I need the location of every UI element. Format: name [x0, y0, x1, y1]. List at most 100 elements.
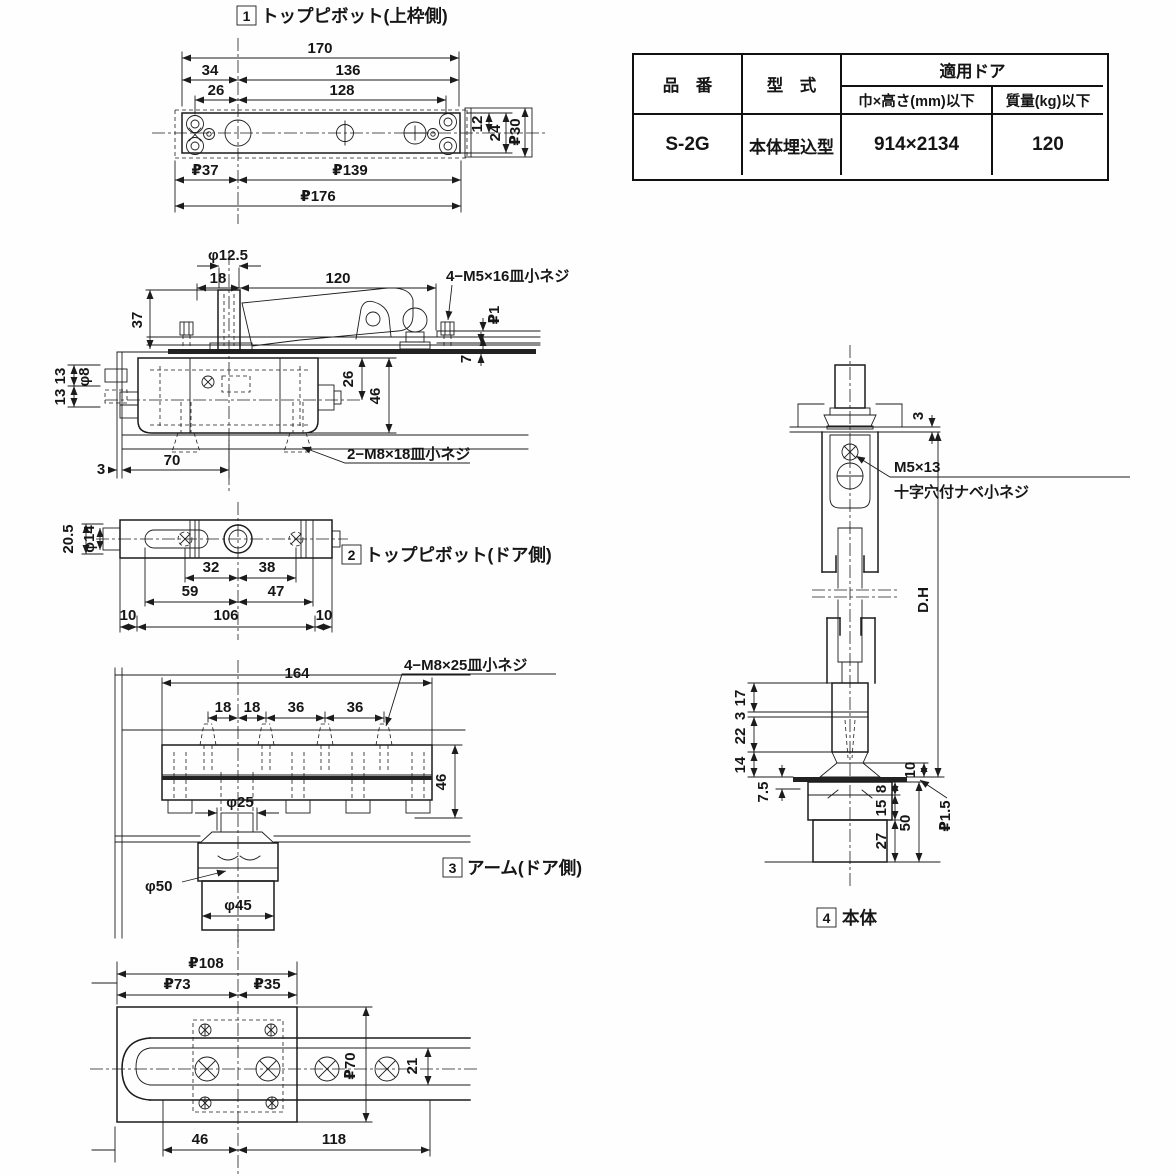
dim-50: 50	[897, 815, 914, 832]
dim-18: 18	[210, 270, 227, 287]
dim-15: 15	[873, 800, 890, 817]
item-number-3: 3	[449, 860, 457, 876]
mount-plate-section	[168, 349, 536, 354]
dim-12: 12	[469, 116, 486, 133]
drawing-title-2: トップピボット(ドア側)	[365, 545, 552, 565]
dim-17: 17	[732, 690, 749, 707]
spec-header-part-no: 品 番	[634, 55, 743, 115]
dim-46: 46	[192, 1131, 209, 1148]
item-number-box-3	[442, 857, 463, 878]
adjust-bolt	[317, 384, 335, 411]
bottom-pivot-block	[831, 682, 869, 753]
dim-pl37: ₽37	[191, 162, 218, 179]
dim-pl73: ₽73	[163, 976, 190, 993]
item-number-2: 2	[348, 547, 356, 563]
dim-10: 10	[902, 762, 919, 779]
spec-value-part-no: S-2G	[634, 115, 743, 175]
dim-phi50: φ50	[145, 878, 172, 895]
dim-118: 118	[322, 1131, 346, 1148]
dim-pl30: ₽30	[507, 118, 524, 145]
dim-13a: 13	[52, 368, 69, 385]
spec-header-door: 適用ドア	[842, 55, 1103, 87]
note-m5x13: M5×13	[894, 459, 940, 476]
dim-27: 27	[873, 833, 890, 850]
dim-10-right: 10	[316, 607, 333, 624]
dim-pl1: ₽1	[486, 306, 503, 325]
item-number-4: 4	[823, 910, 831, 926]
dim-pl1-5: ₽1.5	[937, 800, 954, 831]
drawing-top-pivot-section: φ12.5 18 120 37 4−M5×16皿小ネジ ₽1 7 13 13 φ…	[52, 247, 569, 492]
m8-screws-hidden	[171, 402, 313, 453]
dim-47: 47	[268, 583, 285, 600]
spec-header-door-size: 巾×高さ(mm)以下	[842, 87, 993, 115]
dim-128: 128	[329, 82, 354, 99]
drawing-arm-door-side: 4−M8×25皿小ネジ 164 18 18 36 36	[114, 657, 582, 942]
dim-phi12-5: φ12.5	[208, 247, 248, 264]
dim-38: 38	[259, 559, 276, 576]
spec-table: 品 番 型 式 適用ドア 巾×高さ(mm)以下 質量(kg)以下 S-2G 本体…	[632, 53, 1109, 181]
drawing-top-pivot-frame-side: 1 トップピボット(上枠側) 170 34 136	[152, 5, 545, 224]
dim-dh: D.H	[915, 587, 932, 613]
dim-14: 14	[732, 756, 749, 773]
drawing-top-pivot-door-side: 20.5 φ14 32 38 59 47 10 106 10 2 トップピボット…	[60, 502, 552, 640]
dim-phi14: φ14	[81, 525, 98, 553]
note-m5x16: 4−M5×16皿小ネジ	[446, 268, 569, 285]
m5-screws-side	[179, 321, 455, 350]
note-pan-head-screw: 十字穴付ナベ小ネジ	[894, 483, 1029, 501]
floor-plate-section	[793, 777, 907, 782]
dim-20-5: 20.5	[60, 524, 77, 553]
dim-22: 22	[732, 728, 749, 745]
dim-13b: 13	[52, 389, 69, 406]
drawing-main-body: 3 17 3 22 14	[732, 345, 1130, 928]
dim-pl35: ₽35	[253, 976, 280, 993]
embedded-body-outline	[137, 357, 319, 434]
dim-18b: 18	[244, 699, 261, 716]
arm-plate	[161, 744, 433, 801]
dim-phi8: φ8	[76, 367, 93, 386]
dim-46: 46	[367, 388, 384, 405]
dim-pl108: ₽108	[188, 955, 223, 972]
dim-34: 34	[202, 62, 219, 79]
dim-8: 8	[873, 785, 890, 793]
dim-3: 3	[97, 461, 105, 478]
spec-value-door-mass: 120	[1032, 134, 1064, 155]
dim-136: 136	[335, 62, 360, 79]
note-m8x18: 2−M8×18皿小ネジ	[347, 446, 470, 463]
item-number-box-2	[341, 544, 362, 565]
dim-pl176: ₽176	[300, 188, 335, 205]
item-number-box-1	[236, 5, 257, 26]
plate-holes	[186, 113, 457, 155]
spec-header-door-mass: 質量(kg)以下	[993, 87, 1103, 115]
dim-10-left: 10	[120, 607, 137, 624]
drawing-title-1: トップピボット(上枠側)	[261, 6, 448, 26]
dim-106: 106	[213, 607, 238, 624]
dim-26: 26	[340, 371, 357, 388]
dim-24: 24	[487, 124, 504, 141]
dim-pl70: ₽70	[342, 1052, 359, 1079]
dim-46: 46	[433, 774, 450, 791]
dim-26: 26	[208, 82, 225, 99]
dim-3: 3	[732, 712, 749, 720]
dim-37: 37	[129, 312, 146, 329]
m8-screw-cones	[199, 723, 393, 772]
dim-120: 120	[325, 270, 350, 287]
item-number-box-4	[816, 907, 837, 928]
note-m8x25: 4−M8×25皿小ネジ	[404, 657, 527, 674]
floor-plate	[116, 1006, 298, 1123]
dim-36a: 36	[288, 699, 305, 716]
dim-164: 164	[284, 665, 310, 682]
dim-7: 7	[458, 355, 475, 363]
end-bracket-outline	[464, 107, 533, 158]
drawing-title-3: アーム(ドア側)	[467, 858, 582, 878]
drawing-floor-plate-plan: ₽108 ₽73 ₽35 ₽70 21 46 118	[90, 935, 480, 1176]
dim-21: 21	[404, 1058, 421, 1075]
dim-18a: 18	[215, 699, 232, 716]
dim-7-5: 7.5	[755, 782, 772, 803]
dim-170: 170	[307, 40, 332, 57]
spec-value-model: 本体埋込型	[743, 115, 842, 175]
spec-value-door-size: 914×2134	[842, 115, 993, 175]
dim-59: 59	[182, 583, 199, 600]
dim-70: 70	[164, 452, 181, 469]
